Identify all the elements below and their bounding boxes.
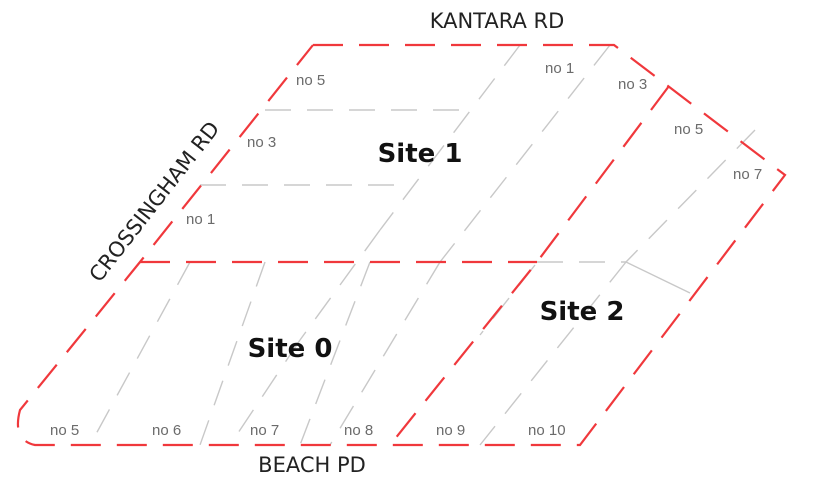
site-0-label: Site 0 — [248, 334, 333, 364]
lot-label: no 5 — [50, 422, 79, 439]
lot-label: no 1 — [186, 211, 215, 228]
lot-label: no 9 — [436, 422, 465, 439]
lot-label: no 7 — [733, 166, 762, 183]
lot-label: no 3 — [618, 76, 647, 93]
lot-label: no 5 — [674, 121, 703, 138]
lot-label: no 8 — [344, 422, 373, 439]
lot-label: no 3 — [247, 134, 276, 151]
site-boundaries — [16, 43, 787, 447]
lot-label: no 7 — [250, 422, 279, 439]
lot-label: no 5 — [296, 72, 325, 89]
site-1-label: Site 1 — [378, 139, 463, 169]
lot-lines — [89, 44, 756, 446]
road-label-kantara: KANTARA RD — [430, 9, 565, 33]
lot-label: no 10 — [528, 422, 566, 439]
lot-label: no 1 — [545, 60, 574, 77]
site-2-label: Site 2 — [540, 297, 625, 327]
lot-label: no 6 — [152, 422, 181, 439]
road-label-beach: BEACH PD — [258, 453, 366, 477]
